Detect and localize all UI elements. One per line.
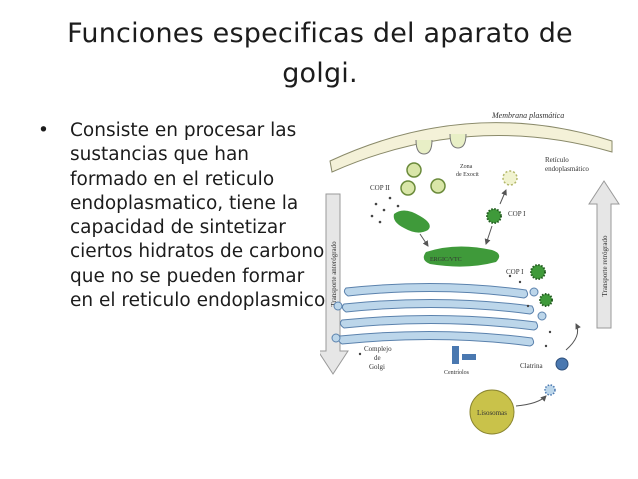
label-clatrina: Clatrina bbox=[520, 362, 543, 370]
label-membrana: Membrana plasmática bbox=[491, 111, 564, 120]
vesicle bbox=[400, 180, 416, 196]
clathrin-vesicle bbox=[544, 384, 556, 396]
label-zona: Zona bbox=[460, 164, 473, 170]
golgi-dots bbox=[358, 274, 552, 356]
label-endoplasmatico: endoplasmático bbox=[545, 165, 589, 173]
bullet-item: • Consiste en procesar las sustancias qu… bbox=[32, 119, 332, 313]
vesicle bbox=[502, 170, 518, 186]
label-complejo: Complejo bbox=[364, 345, 392, 353]
centriole bbox=[452, 346, 459, 364]
label-lisosomas: Lisosomas bbox=[477, 409, 507, 417]
slide-title: Funciones especificas del aparato de gol… bbox=[67, 18, 573, 89]
label-ergic: ERGIC/VTC bbox=[430, 257, 462, 263]
copi-vesicle bbox=[486, 208, 502, 224]
label-golgi: Golgi bbox=[369, 363, 385, 371]
bullet-text: Consiste en procesar las sustancias que … bbox=[70, 120, 331, 312]
retrograde-arrow bbox=[588, 180, 620, 329]
exocytosis-bud bbox=[449, 133, 467, 149]
copi-vesicle bbox=[539, 293, 553, 307]
bullet-list: • Consiste en procesar las sustancias qu… bbox=[32, 119, 332, 313]
vesicle bbox=[406, 162, 422, 178]
copi-vesicle bbox=[530, 264, 546, 280]
vesicle bbox=[430, 178, 446, 194]
label-centriolos: Centríolos bbox=[444, 370, 470, 376]
label-copi-mid: COP I bbox=[506, 268, 524, 276]
label-de: de bbox=[374, 354, 381, 362]
label-exocitosis: de Exocit bbox=[456, 172, 479, 178]
copii-dots bbox=[370, 196, 400, 224]
plasma-membrane bbox=[329, 122, 613, 173]
ergic-vtc bbox=[423, 246, 500, 267]
anterograde-arrow bbox=[320, 193, 349, 375]
bullet-marker: • bbox=[38, 120, 49, 141]
golgi-stack bbox=[331, 282, 547, 347]
centriole bbox=[462, 354, 476, 360]
clathrin-vesicle bbox=[555, 357, 569, 371]
label-retrogrado: Transporte retrógrado bbox=[601, 235, 609, 296]
er-cisterna bbox=[393, 210, 430, 233]
label-anterogrado: Transporte anterógrado bbox=[330, 241, 338, 307]
golgi-diagram: Membrana plasmática Zona de Exocit Retíc… bbox=[320, 111, 620, 435]
label-reticulo: Retículo bbox=[545, 156, 569, 164]
exocytosis-bud bbox=[415, 139, 433, 155]
label-copi-top: COP I bbox=[508, 210, 526, 218]
label-copii: COP II bbox=[370, 184, 390, 192]
lysosome bbox=[469, 389, 515, 435]
